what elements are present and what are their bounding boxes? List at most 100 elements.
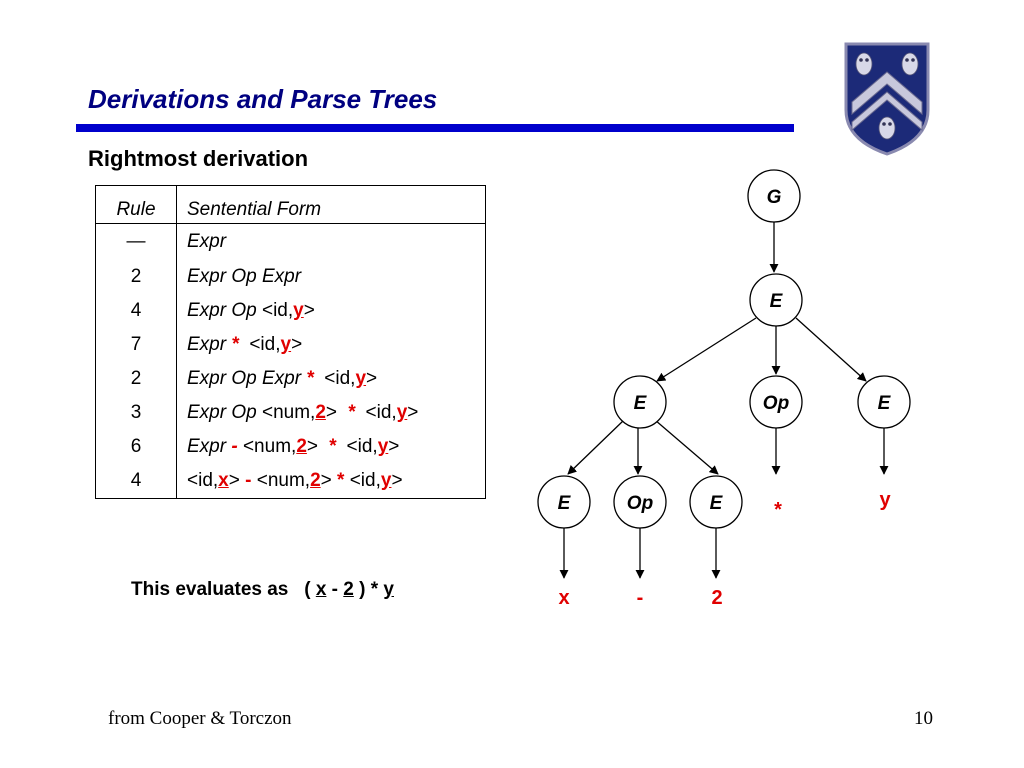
edge-e1-e2 (656, 317, 757, 382)
form-token: x (218, 470, 229, 491)
form-token: * (337, 470, 345, 491)
form-token: > (306, 436, 329, 457)
form-token: y (355, 368, 367, 389)
tree-node-e5-label: E (710, 493, 724, 514)
tree-node-op1-label: Op (763, 393, 789, 414)
tree-node-op2 (613, 475, 667, 529)
tree-node-g-label: G (767, 187, 782, 208)
sentential-form: Expr (177, 224, 486, 261)
evaluation-prefix: This evaluates as ( (131, 579, 316, 600)
sentential-form: Expr * <id,y> (177, 328, 486, 362)
tree-node-e4 (537, 475, 591, 529)
tree-leaf-minus: - (637, 587, 644, 609)
form-token: <id, (354, 402, 397, 423)
tree-node-e2 (613, 375, 667, 429)
tree-node-op2-label: Op (627, 493, 653, 514)
tree-node-e3 (857, 375, 911, 429)
tree-node-e3-label: E (878, 393, 892, 414)
form-token: y (280, 334, 292, 355)
form-token: y (380, 470, 392, 491)
sentential-form: Expr Op <id,y> (177, 294, 486, 328)
rule-number: — (95, 223, 177, 260)
form-token: - (231, 436, 238, 457)
tree-node-g (747, 169, 801, 223)
evaluation-minus: - (326, 579, 344, 600)
form-token: y (377, 436, 389, 457)
slide-subtitle: Rightmost derivation (88, 146, 309, 171)
rule-number: 7 (95, 328, 177, 362)
form-token: 2 (315, 402, 326, 423)
tree-leaf-x: x (558, 587, 569, 609)
form-token: <id, (187, 470, 219, 491)
form-token: <num, (237, 436, 297, 457)
form-token: > (388, 436, 400, 457)
tree-node-e4-label: E (558, 493, 572, 514)
form-token: > (228, 470, 246, 491)
form-token: * (347, 402, 355, 423)
form-token: <id, (238, 334, 281, 355)
tree-edges (559, 222, 889, 579)
form-token: * (328, 436, 336, 457)
form-token: <num, (261, 402, 316, 423)
sentential-form: <id,x> - <num,2> * <id,y> (177, 464, 486, 499)
form-token: y (293, 300, 304, 321)
form-token: Expr Op (187, 300, 262, 321)
form-token: 2 (296, 436, 307, 457)
page-number: 10 (914, 708, 933, 729)
sentential-form-column-header: Sentential Form (176, 185, 486, 224)
form-token: > (391, 470, 403, 491)
evaluation-statement: This evaluates as ( x - 2 ) * y (131, 579, 394, 601)
form-token: * (231, 334, 239, 355)
tree-leaf-star: * (774, 499, 782, 521)
evaluation-two: 2 (343, 579, 354, 600)
form-token: Expr (187, 231, 227, 252)
edge-e2-e5 (654, 419, 719, 475)
rule-number: 6 (95, 430, 177, 464)
derivation-row: 4<id,x> - <num,2> * <id,y> (95, 464, 486, 499)
form-token: > (303, 300, 315, 321)
sentential-form: Expr Op Expr (177, 260, 486, 294)
derivation-row: — Expr (95, 223, 486, 261)
form-token: > (366, 368, 378, 389)
form-token: > (325, 402, 348, 423)
slide-title: Derivations and Parse Trees (88, 84, 438, 114)
form-token: > (320, 470, 338, 491)
tree-leaf-2: 2 (711, 587, 722, 609)
form-token: <id, (313, 368, 356, 389)
sentential-form: Expr Op <num,2> * <id,y> (177, 396, 486, 430)
form-token: y (396, 402, 408, 423)
form-token: <id, (335, 436, 378, 457)
derivation-row: 2 Expr Op Expr (95, 260, 486, 294)
form-token: > (291, 334, 303, 355)
sentential-form: Expr Op Expr * <id,y> (177, 362, 486, 396)
form-token: <id, (261, 300, 294, 321)
form-token: Expr Op Expr (187, 368, 307, 389)
form-token: > (407, 402, 419, 423)
form-token: <id, (344, 470, 381, 491)
rule-number: 4 (95, 464, 177, 499)
form-token: Expr Op (187, 402, 262, 423)
tree-node-e5 (689, 475, 743, 529)
rule-number: 3 (95, 396, 177, 430)
evaluation-mid: ) * (353, 579, 384, 600)
tree-node-e1-label: E (770, 291, 784, 312)
evaluation-x: x (315, 579, 327, 600)
sentential-form: Expr - <num,2> * <id,y> (177, 430, 486, 464)
form-token: - (245, 470, 252, 491)
edge-e2-e4 (567, 419, 625, 475)
form-token: Expr (187, 334, 232, 355)
rule-number: 2 (95, 260, 177, 294)
tree-node-op1 (749, 375, 803, 429)
rule-column-header: Rule (95, 185, 177, 224)
rule-number: 4 (95, 294, 177, 328)
form-token: <num, (251, 470, 311, 491)
tree-node-e1 (749, 273, 803, 327)
form-token: Expr Op Expr (187, 266, 302, 287)
